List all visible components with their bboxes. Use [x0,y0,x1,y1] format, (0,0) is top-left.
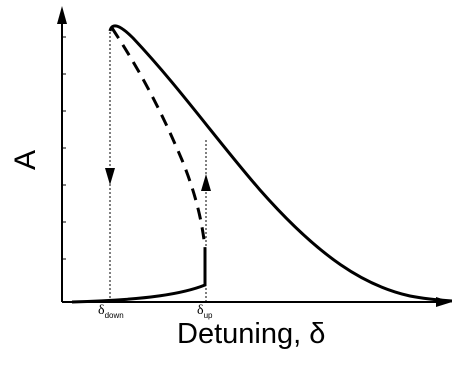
stable-branch-upper-curve [71,248,207,304]
delta-down-subscript: down [104,311,124,320]
x-axis-label: Detuning, δ [177,318,326,350]
y-axis-arrowhead [57,6,67,24]
stable-branch-resonance-curve [108,24,452,303]
jump-down-arrowhead [105,168,115,185]
delta-up-symbol: δ [197,303,204,318]
delta-down-symbol: δ [98,303,105,318]
y-axis-label: A [9,149,43,171]
unstable-branch-curve [110,27,207,249]
delta-down-tick-label: δdown [98,303,124,320]
jump-up-arrowhead [201,174,211,191]
y-axis-ticks [62,36,66,260]
delta-up-subscript: up [203,311,213,320]
delta-up-tick-label: δup [197,303,213,320]
